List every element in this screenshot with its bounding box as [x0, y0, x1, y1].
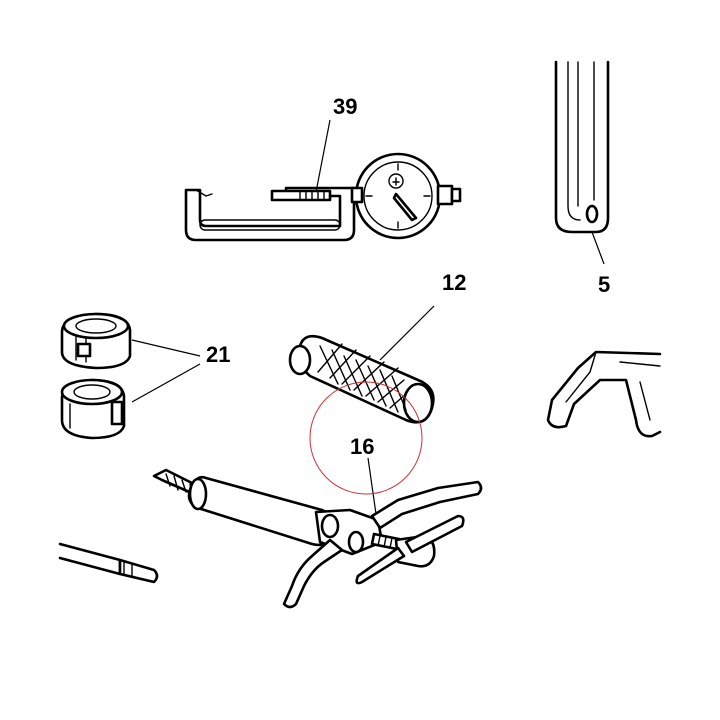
callout-5: 5 — [598, 272, 610, 297]
fork-bracket[interactable] — [546, 350, 662, 438]
callout-21: 21 — [206, 342, 230, 367]
extension-rod[interactable] — [58, 542, 159, 584]
part-12-knurled-sleeve[interactable]: 12 — [288, 270, 466, 424]
callout-39: 39 — [333, 94, 357, 119]
callout-12: 12 — [442, 270, 466, 295]
part-39-dial-caliper[interactable]: 39 — [184, 94, 462, 242]
part-21-bushings[interactable]: 21 — [60, 312, 230, 440]
knurl-pattern — [317, 343, 407, 413]
part-16-bearing-puller[interactable]: 16 — [152, 434, 483, 609]
callout-16: 16 — [350, 434, 374, 459]
highlight-circle — [309, 381, 423, 495]
part-5-handle-bar[interactable]: 5 — [554, 60, 610, 297]
